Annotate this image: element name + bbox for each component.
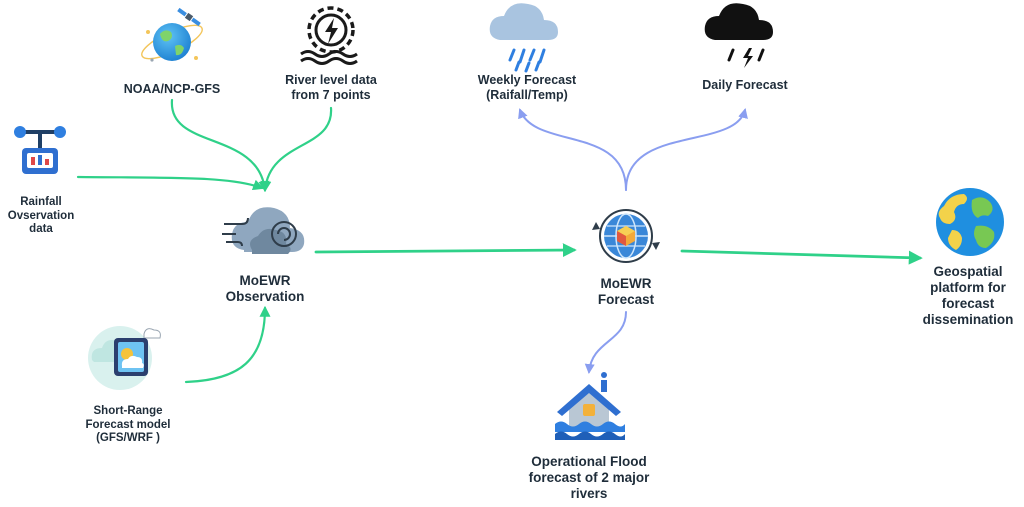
- arrow-forecast-to-flood: [584, 311, 627, 374]
- node-geospatial-label: Geospatial platform for forecast dissemi…: [914, 264, 1022, 328]
- storm-cloud-icon: [704, 3, 773, 68]
- label-line: (Raifall/Temp): [486, 87, 568, 102]
- arrow-forecast-to-geospatial: [680, 249, 923, 265]
- label-line: forecast: [941, 295, 995, 311]
- label-line: (GFS/WRF ): [96, 432, 160, 445]
- node-weekly-label: Weekly Forecast (Raifall/Temp): [462, 73, 592, 103]
- arrow-observation-to-forecast: [314, 243, 577, 258]
- globe-cycle-icon: [592, 209, 660, 263]
- label-line: Daily Forecast: [702, 78, 788, 92]
- arrow-noaa-to-observation: [170, 98, 270, 193]
- node-river-level-label: River level data from 7 points: [275, 73, 387, 103]
- node-moewr-observation-label: MoEWR Observation: [210, 273, 320, 305]
- label-line: MoEWR: [600, 276, 652, 291]
- label-line: Geospatial: [933, 264, 1003, 279]
- river-gauge-icon: [300, 6, 358, 65]
- satellite-globe-icon: [141, 7, 203, 62]
- wind-cloud-icon: [222, 207, 305, 254]
- flooded-house-icon: [555, 372, 625, 440]
- arrow-river-to-observation: [260, 106, 333, 193]
- label-line: Ovservation: [7, 209, 75, 222]
- label-line: rivers: [570, 485, 608, 501]
- label-line: Short-Range: [93, 405, 163, 417]
- label-line: Observation: [225, 288, 305, 304]
- weather-tablet-icon: [88, 326, 161, 390]
- arrow-model-to-observation: [184, 305, 271, 384]
- connectors: [76, 98, 923, 384]
- earth-globe-icon: [936, 188, 1004, 256]
- label-line: Forecast: [597, 291, 655, 307]
- arrow-rainfall-to-observation: [76, 175, 265, 191]
- label-line: from 7 points: [291, 87, 371, 102]
- label-line: Forecast model: [85, 418, 171, 431]
- node-short-range-label: Short-Range Forecast model (GFS/WRF ): [70, 405, 186, 446]
- label-line: Weekly Forecast: [477, 73, 577, 87]
- node-moewr-forecast-label: MoEWR Forecast: [576, 276, 676, 308]
- label-line: MoEWR: [239, 273, 291, 288]
- arrow-forecast-to-weekly: [518, 108, 627, 191]
- label-line: River level data: [285, 73, 377, 87]
- rain-cloud-icon: [489, 3, 558, 73]
- arrow-forecast-to-daily: [625, 108, 748, 191]
- label-line: dissemination: [922, 311, 1014, 327]
- label-line: NOAA/NCP-GFS: [123, 82, 221, 96]
- node-rainfall-obs-label: Rainfall Ovservation data: [6, 196, 76, 237]
- label-line: Rainfall: [20, 196, 62, 208]
- label-line: data: [29, 223, 53, 236]
- label-line: forecast of 2 major: [528, 469, 650, 485]
- rain-gauge-station-icon: [14, 126, 66, 174]
- node-noaa-label: NOAA/NCP-GFS: [110, 82, 234, 97]
- label-line: platform for: [930, 279, 1006, 295]
- node-daily-label: Daily Forecast: [690, 78, 800, 93]
- label-line: Operational Flood: [531, 454, 647, 469]
- node-flood-label: Operational Flood forecast of 2 major ri…: [514, 454, 664, 502]
